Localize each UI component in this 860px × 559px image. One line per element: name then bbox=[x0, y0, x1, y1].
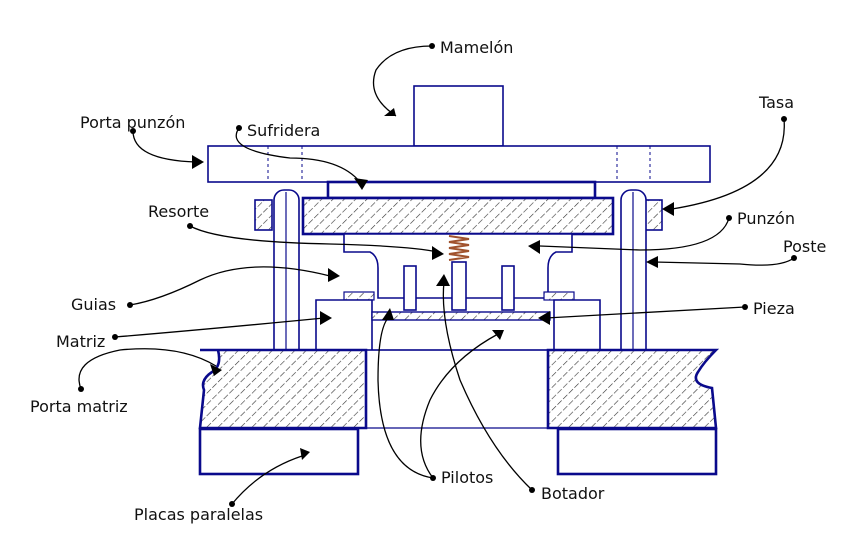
placa-paralela-right bbox=[556, 427, 718, 476]
tasa-left bbox=[254, 199, 273, 231]
guia-right bbox=[543, 291, 575, 301]
label-resorte: Resorte bbox=[148, 202, 209, 221]
label-pieza: Pieza bbox=[753, 299, 795, 318]
sufridera-plate bbox=[326, 180, 597, 200]
label-porta-punzon: Porta punzón bbox=[80, 113, 185, 132]
label-placas-paralelas: Placas paralelas bbox=[134, 505, 263, 524]
guia-left bbox=[343, 291, 375, 301]
tasa-right bbox=[644, 199, 663, 231]
label-matriz: Matriz bbox=[56, 332, 105, 351]
label-botador: Botador bbox=[541, 484, 605, 503]
pieza-strip bbox=[371, 311, 551, 321]
pilot-right bbox=[501, 265, 515, 311]
placa-paralela-left bbox=[198, 427, 360, 476]
label-pilotos: Pilotos bbox=[441, 468, 493, 487]
label-mamelon: Mamelón bbox=[440, 38, 513, 57]
label-punzon: Punzón bbox=[737, 209, 795, 228]
porta-punzon-plate bbox=[207, 145, 711, 183]
pilot-left bbox=[403, 265, 417, 311]
label-guias: Guias bbox=[71, 295, 116, 314]
label-sufridera: Sufridera bbox=[247, 121, 320, 140]
resorte-spring bbox=[448, 235, 470, 261]
porta-matriz-left bbox=[198, 348, 368, 430]
label-poste: Poste bbox=[783, 237, 826, 256]
punzon-center bbox=[451, 261, 467, 311]
label-tasa: Tasa bbox=[758, 93, 794, 112]
mamelon-shank bbox=[413, 85, 504, 147]
label-porta-matriz: Porta matriz bbox=[30, 397, 128, 416]
upper-hatched-block bbox=[301, 196, 615, 236]
porta-matriz-right bbox=[546, 348, 720, 430]
